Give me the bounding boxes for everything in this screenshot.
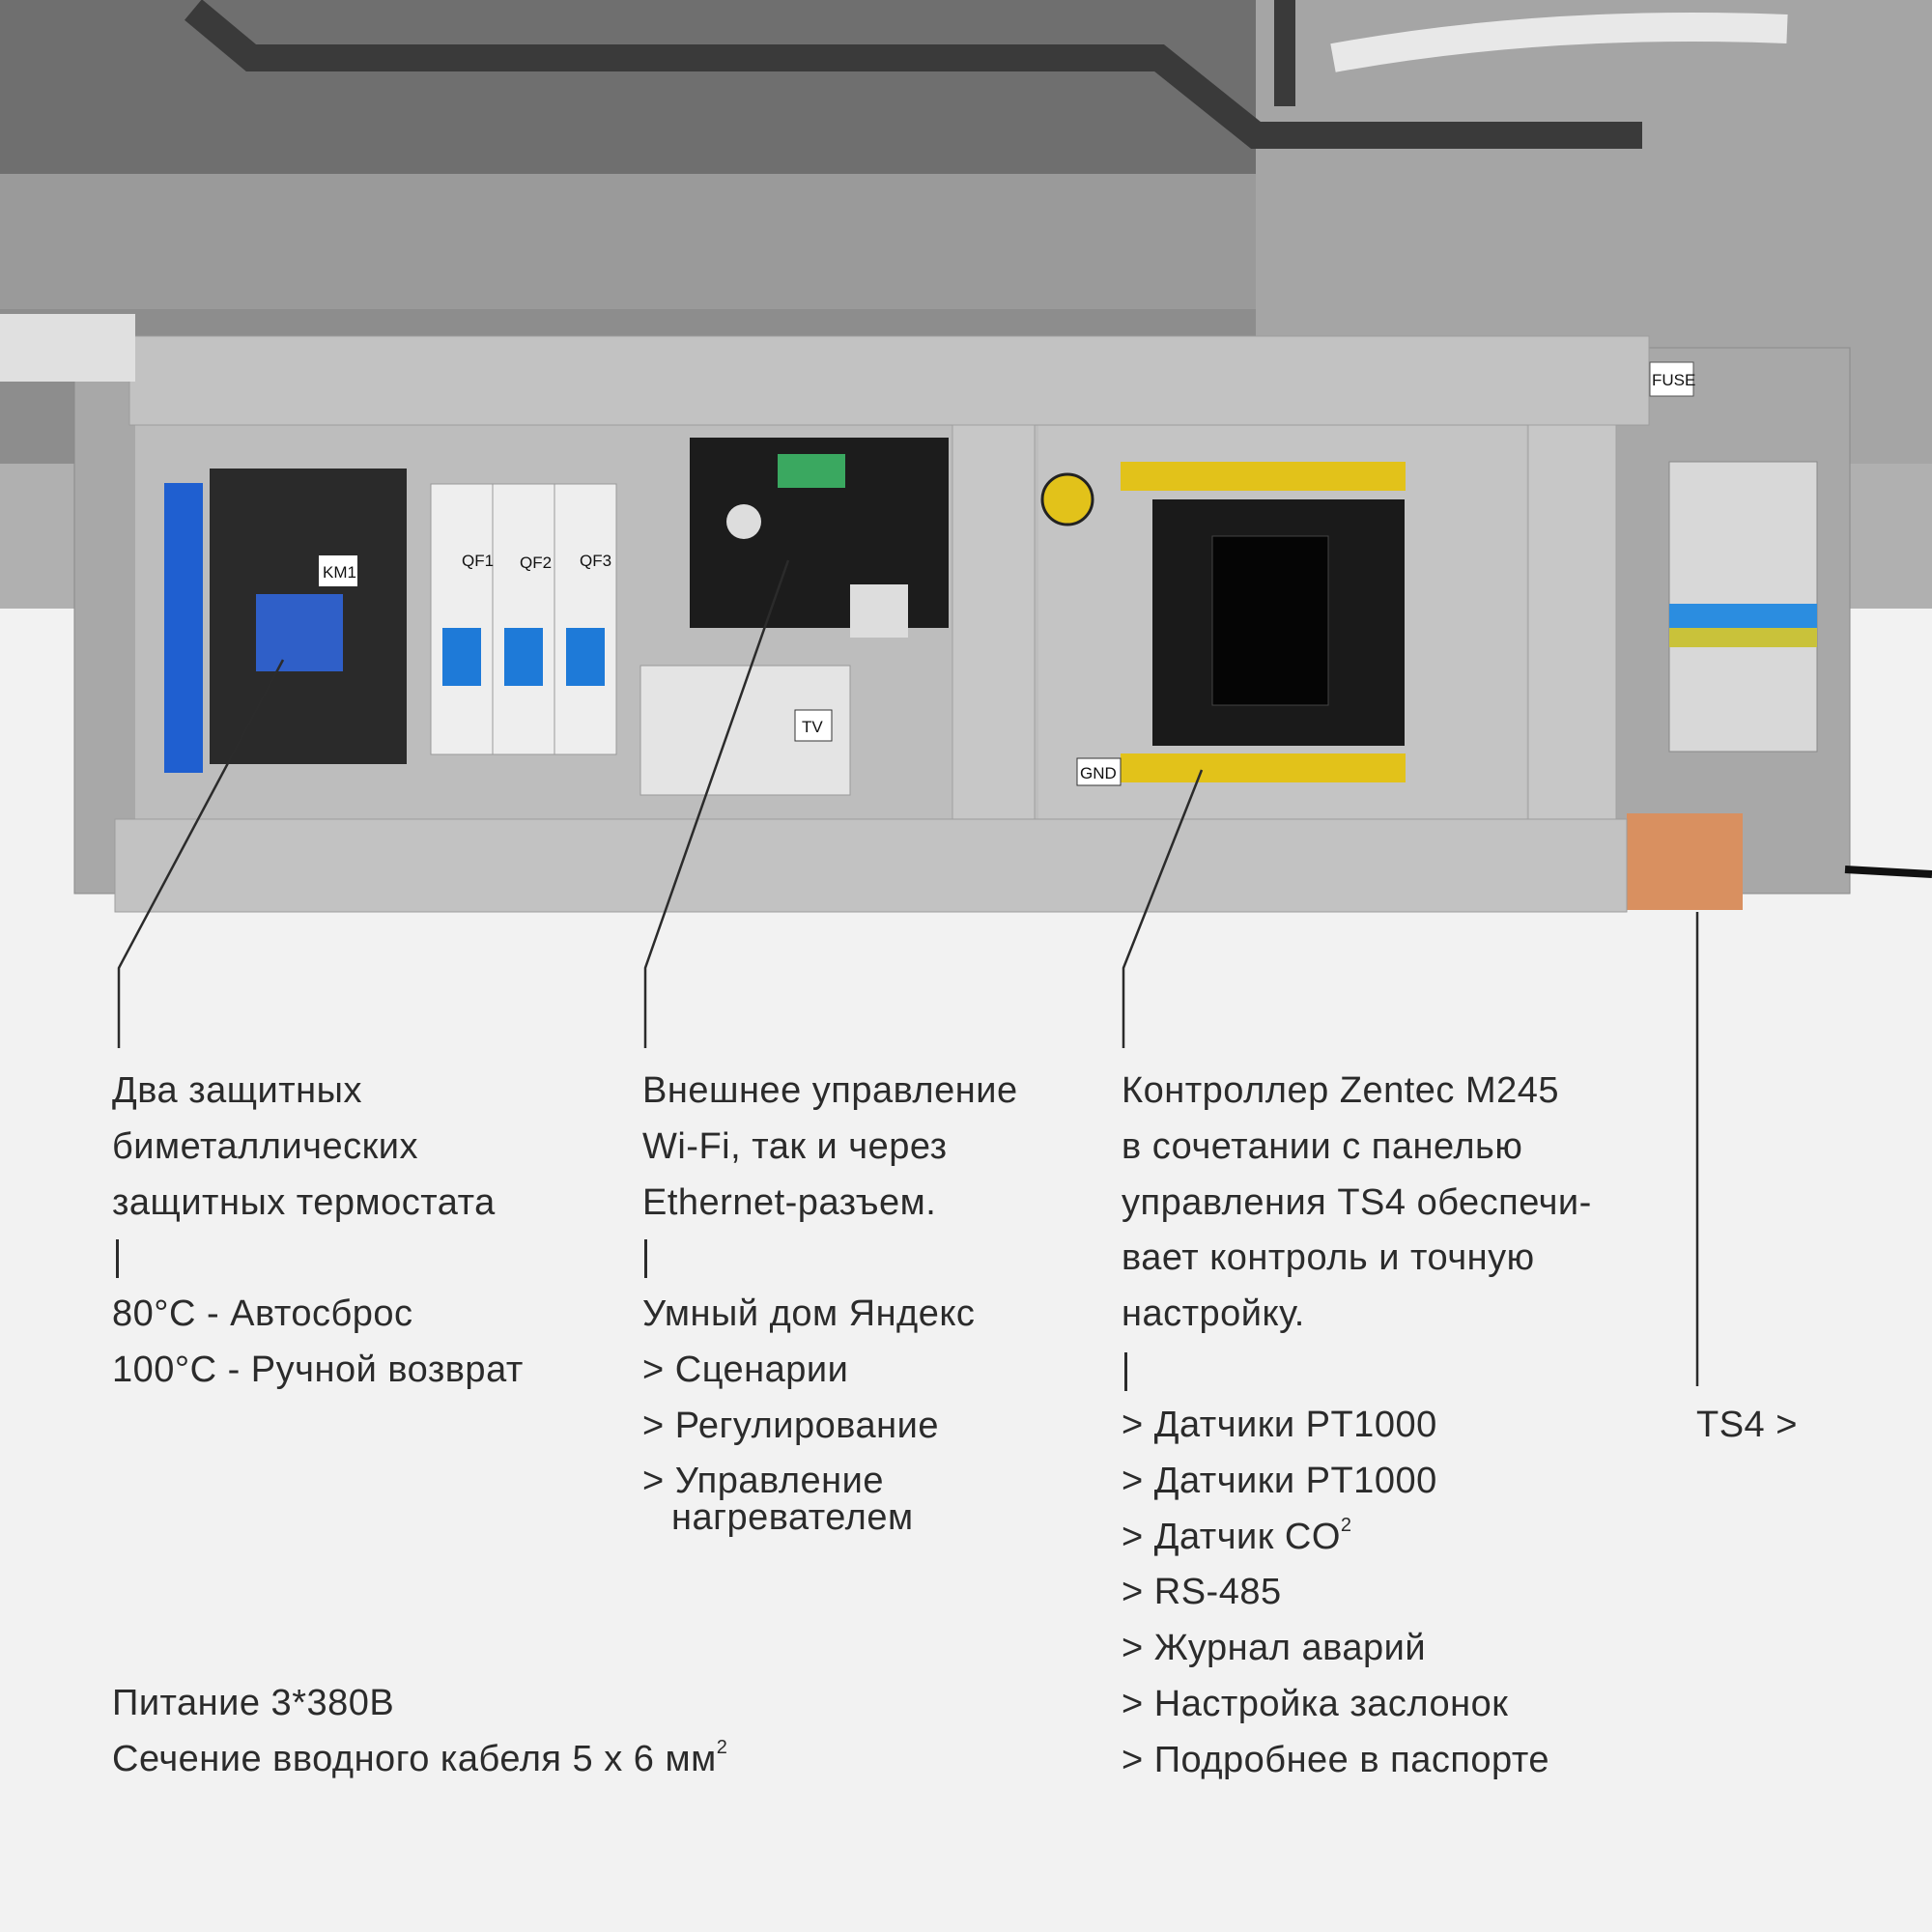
list-item: > Настройка заслонок bbox=[1122, 1683, 1509, 1724]
text-line: вает контроль и точную bbox=[1122, 1237, 1535, 1279]
text-line: Контроллер Zentec M245 bbox=[1122, 1070, 1560, 1111]
cable-section: Сечение вводного кабеля 5 х 6 мм2 bbox=[112, 1732, 727, 1788]
yandex-features: Умный дом Яндекс > Сценарии > Регулирова… bbox=[642, 1287, 975, 1537]
text-line: Внешнее управление bbox=[642, 1070, 1018, 1111]
text-line: управления TS4 обеспечи- bbox=[1122, 1181, 1592, 1223]
text-line: биметаллических bbox=[112, 1125, 418, 1167]
list-item: 80°C - Автосброс bbox=[112, 1293, 413, 1334]
text-line: в сочетании с панелью bbox=[1122, 1125, 1523, 1167]
superscript: 2 bbox=[716, 1736, 728, 1758]
separator bbox=[644, 1239, 647, 1278]
cable-duct-vertical bbox=[952, 424, 1036, 822]
list-item: > Датчики PT1000 bbox=[1122, 1405, 1437, 1445]
list-heading: Умный дом Яндекс bbox=[642, 1293, 976, 1334]
controller-description: Контроллер Zentec M245 в сочетании с пан… bbox=[1122, 1064, 1592, 1343]
label-km1: KM1 bbox=[323, 563, 356, 582]
list-item-continuation: нагревателем bbox=[671, 1497, 914, 1539]
cable-duct-bottom bbox=[114, 818, 1628, 913]
text-line: настройку. bbox=[1122, 1293, 1305, 1335]
list-item: > Журнал аварий bbox=[1122, 1628, 1427, 1669]
label-qf1: QF1 bbox=[462, 552, 494, 570]
label-qf3: QF3 bbox=[580, 552, 611, 570]
cable-duct-top bbox=[128, 335, 1650, 426]
list-item: > Сценарии bbox=[642, 1349, 849, 1390]
list-item: > Управление bbox=[642, 1461, 884, 1502]
separator bbox=[1124, 1352, 1127, 1391]
pipe bbox=[185, 0, 1642, 149]
text-line: Ethernet-разъем. bbox=[642, 1181, 937, 1223]
label-qf2: QF2 bbox=[520, 554, 552, 572]
label-gnd: GND bbox=[1080, 764, 1117, 782]
text-line: Два защитных bbox=[112, 1070, 362, 1111]
list-item: > Датчики PT1000 bbox=[1122, 1460, 1437, 1501]
list-item: > Подробнее в паспорте bbox=[1122, 1739, 1549, 1780]
label-fuse: FUSE bbox=[1652, 371, 1695, 389]
circuit-breakers bbox=[430, 483, 617, 755]
thermostats-description: Два защитных биметаллических защитных те… bbox=[112, 1064, 496, 1231]
separator bbox=[116, 1239, 119, 1278]
list-item: > Регулирование bbox=[642, 1405, 939, 1446]
wago-connectors bbox=[1627, 813, 1743, 910]
din-rail-left bbox=[164, 483, 203, 773]
power-line: Питание 3*380В bbox=[112, 1683, 395, 1723]
ts4-label: TS4 > bbox=[1696, 1405, 1798, 1445]
text-line: Wi-Fi, так и через bbox=[642, 1125, 948, 1167]
superscript: 2 bbox=[1340, 1514, 1352, 1536]
label-tv: TV bbox=[802, 718, 823, 736]
leader-lines bbox=[117, 559, 1699, 1386]
text-line: защитных термостата bbox=[112, 1181, 496, 1223]
thermostat-modes: 80°C - Автосброс 100°C - Ручной возврат bbox=[112, 1287, 524, 1399]
list-item: > RS-485 bbox=[1122, 1572, 1282, 1613]
list-item-text: > Датчик CO bbox=[1122, 1516, 1341, 1557]
list-item: > Датчик CO2 bbox=[1122, 1510, 1549, 1566]
power-info: Питание 3*380В Сечение вводного кабеля 5… bbox=[112, 1676, 727, 1788]
controller-features: > Датчики PT1000 > Датчики PT1000 > Датч… bbox=[1122, 1398, 1549, 1789]
external-control-description: Внешнее управление Wi-Fi, так и через Et… bbox=[642, 1064, 1018, 1231]
cable-section-text: Сечение вводного кабеля 5 х 6 мм bbox=[112, 1738, 717, 1779]
list-item: 100°C - Ручной возврат bbox=[112, 1349, 524, 1390]
